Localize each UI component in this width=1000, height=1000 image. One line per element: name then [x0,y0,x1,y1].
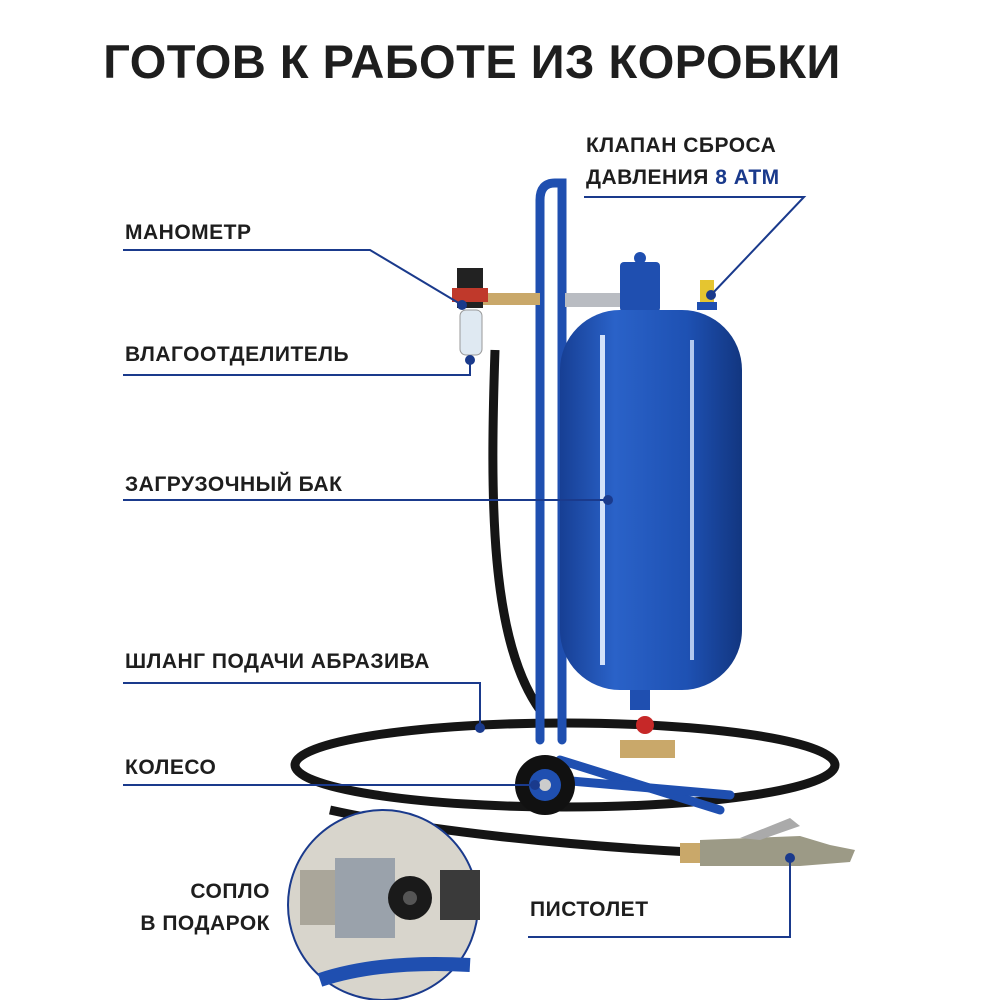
page-title: ГОТОВ К РАБОТЕ ИЗ КОРОБКИ [103,35,841,88]
label-tank: ЗАГРУЗОЧНЫЙ БАК [125,473,343,496]
label-valve-line2: ДАВЛЕНИЯ 8 АТМ [586,166,780,190]
label-nozzle-line1: СОПЛО [190,880,270,903]
label-wheel: КОЛЕСО [125,756,217,779]
label-hose: ШЛАНГ ПОДАЧИ АБРАЗИВА [125,650,430,673]
gauge-separator [452,268,540,356]
wheel [515,755,575,815]
leader-dots [457,290,795,863]
label-valve-value: 8 АТМ [715,166,780,189]
label-valve-text: ДАВЛЕНИЯ [586,166,709,189]
label-valve-line1: КЛАПАН СБРОСА [586,134,777,157]
cart-frame [535,178,735,815]
mixing-valve [620,716,675,758]
loading-tank [560,252,742,710]
label-gauge: МАНОМЕТР [125,221,252,244]
label-gun: ПИСТОЛЕТ [530,898,649,921]
label-separator: ВЛАГООТДЕЛИТЕЛЬ [125,343,350,366]
nozzle-inset [287,809,480,1000]
label-nozzle-line2: В ПОДАРОК [140,912,270,935]
support-bar [565,293,630,307]
sandblast-gun [680,818,855,866]
